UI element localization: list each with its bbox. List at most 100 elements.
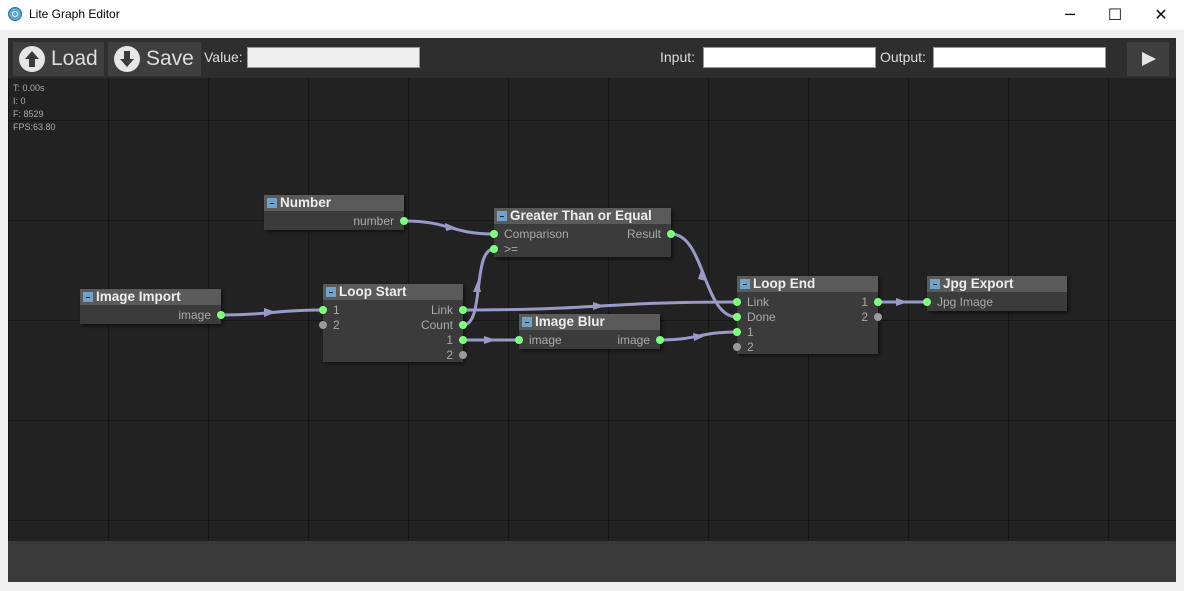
node-title-bar[interactable]: Jpg Export	[927, 276, 1067, 292]
input-slot-label: 2	[333, 318, 340, 332]
output-slot[interactable]	[459, 351, 467, 359]
collapse-icon[interactable]	[267, 198, 277, 208]
output-slot-label: 2	[446, 348, 453, 362]
arrow-down-circle-icon	[114, 46, 140, 72]
input-slot-label: 1	[747, 325, 754, 339]
link-arrow	[698, 270, 706, 281]
node-jpg-export[interactable]: Jpg Export Jpg Image	[923, 276, 1067, 311]
input-slot-label: image	[529, 333, 562, 347]
input-slot[interactable]	[733, 343, 741, 351]
input-slot-label: >=	[504, 242, 519, 256]
node-title: Loop End	[753, 276, 816, 291]
stat-frames: F: 8529	[13, 109, 44, 119]
output-slot-label: image	[178, 308, 211, 322]
node-greater-than-or-equal[interactable]: Greater Than or Equal Comparison >= Resu…	[490, 208, 675, 257]
output-slot[interactable]	[874, 313, 882, 321]
node-title-bar[interactable]: Greater Than or Equal	[494, 208, 671, 224]
node-number[interactable]: Number number	[264, 195, 408, 230]
output-slot[interactable]	[459, 321, 467, 329]
input-slot-label: Link	[747, 295, 770, 309]
stat-iterations: I: 0	[13, 96, 26, 106]
run-button[interactable]	[1127, 42, 1169, 76]
value-label: Value:	[204, 49, 243, 65]
output-slot[interactable]	[656, 336, 664, 344]
stat-time: T: 0.00s	[13, 83, 45, 93]
output-slot-label: number	[353, 214, 394, 228]
collapse-icon[interactable]	[522, 317, 532, 327]
output-slot-label: Result	[626, 227, 661, 241]
link-arrow	[484, 336, 496, 344]
node-title: Jpg Export	[943, 276, 1014, 291]
node-title-bar[interactable]: Image Blur	[519, 314, 660, 330]
link-arrow	[593, 302, 605, 310]
output-label: Output:	[880, 49, 926, 65]
link-result-to-done[interactable]	[669, 232, 739, 319]
input-slot-label: 2	[747, 340, 754, 354]
output-slot-label: 1	[446, 333, 453, 347]
node-title-bar[interactable]: Loop Start	[323, 284, 463, 300]
input-slot[interactable]	[923, 298, 931, 306]
input-slot[interactable]	[319, 321, 327, 329]
node-title: Number	[280, 195, 332, 210]
node-title: Greater Than or Equal	[510, 208, 652, 223]
minimize-button[interactable]: ─	[1065, 5, 1075, 24]
node-title-bar[interactable]: Loop End	[737, 276, 878, 292]
collapse-icon[interactable]	[326, 287, 336, 297]
input-slot[interactable]	[515, 336, 523, 344]
output-slot[interactable]	[459, 306, 467, 314]
node-loop-start[interactable]: Loop Start 1 2 Link Count 1 2	[319, 284, 467, 362]
status-panel	[8, 541, 1176, 582]
save-label: Save	[146, 47, 194, 70]
app-icon	[8, 7, 22, 21]
link-arrow	[445, 223, 457, 231]
load-button[interactable]: Load	[13, 42, 104, 76]
node-loop-end[interactable]: Loop End Link Done 1 2 1 2	[733, 276, 882, 354]
input-slot[interactable]	[490, 230, 498, 238]
input-field[interactable]	[703, 47, 876, 68]
output-slot[interactable]	[874, 298, 882, 306]
toolbar: Load Save Value: Input: Output:	[8, 38, 1176, 78]
render-stats: T: 0.00s I: 0 F: 8529 FPS:63.80	[13, 82, 56, 134]
input-slot-label: Comparison	[504, 227, 569, 241]
output-slot-label: image	[617, 333, 650, 347]
node-title: Image Blur	[535, 314, 605, 329]
maximize-button[interactable]: ☐	[1107, 5, 1123, 24]
node-image-blur[interactable]: Image Blur image image	[515, 314, 664, 349]
input-slot-label: Jpg Image	[937, 295, 994, 309]
link-arrow	[896, 298, 908, 306]
output-slot[interactable]	[459, 336, 467, 344]
node-title: Image Import	[96, 289, 181, 304]
output-slot-label: Link	[430, 303, 453, 317]
input-label: Input:	[660, 49, 696, 65]
input-slot[interactable]	[490, 245, 498, 253]
node-title-bar[interactable]: Image Import	[80, 289, 221, 305]
input-slot[interactable]	[733, 298, 741, 306]
input-slot[interactable]	[319, 306, 327, 314]
input-slot-label: Done	[747, 310, 776, 324]
collapse-icon[interactable]	[83, 292, 93, 302]
node-title: Loop Start	[339, 284, 407, 299]
close-button[interactable]: ✕	[1154, 5, 1168, 24]
node-image-import[interactable]: Image Import image	[80, 289, 225, 324]
output-slot[interactable]	[217, 311, 225, 319]
save-button[interactable]: Save	[108, 42, 201, 76]
node-title-bar[interactable]: Number	[264, 195, 404, 211]
arrow-up-circle-icon	[19, 46, 45, 72]
output-slot-label: Count	[420, 318, 453, 332]
collapse-icon[interactable]	[497, 211, 507, 221]
output-field[interactable]	[933, 47, 1106, 68]
input-slot[interactable]	[733, 313, 741, 321]
output-slot[interactable]	[400, 217, 408, 225]
link-arrow	[473, 280, 481, 292]
value-field[interactable]	[247, 47, 420, 68]
collapse-icon[interactable]	[740, 279, 750, 289]
title-bar: Lite Graph Editor ─ ☐ ✕	[0, 0, 1184, 30]
input-slot-label: 1	[333, 303, 340, 317]
load-label: Load	[51, 47, 98, 70]
window-title: Lite Graph Editor	[29, 7, 120, 21]
output-slot-label: 2	[861, 310, 868, 324]
input-slot[interactable]	[733, 328, 741, 336]
link-arrow	[264, 308, 276, 317]
output-slot[interactable]	[667, 230, 675, 238]
collapse-icon[interactable]	[930, 279, 940, 289]
